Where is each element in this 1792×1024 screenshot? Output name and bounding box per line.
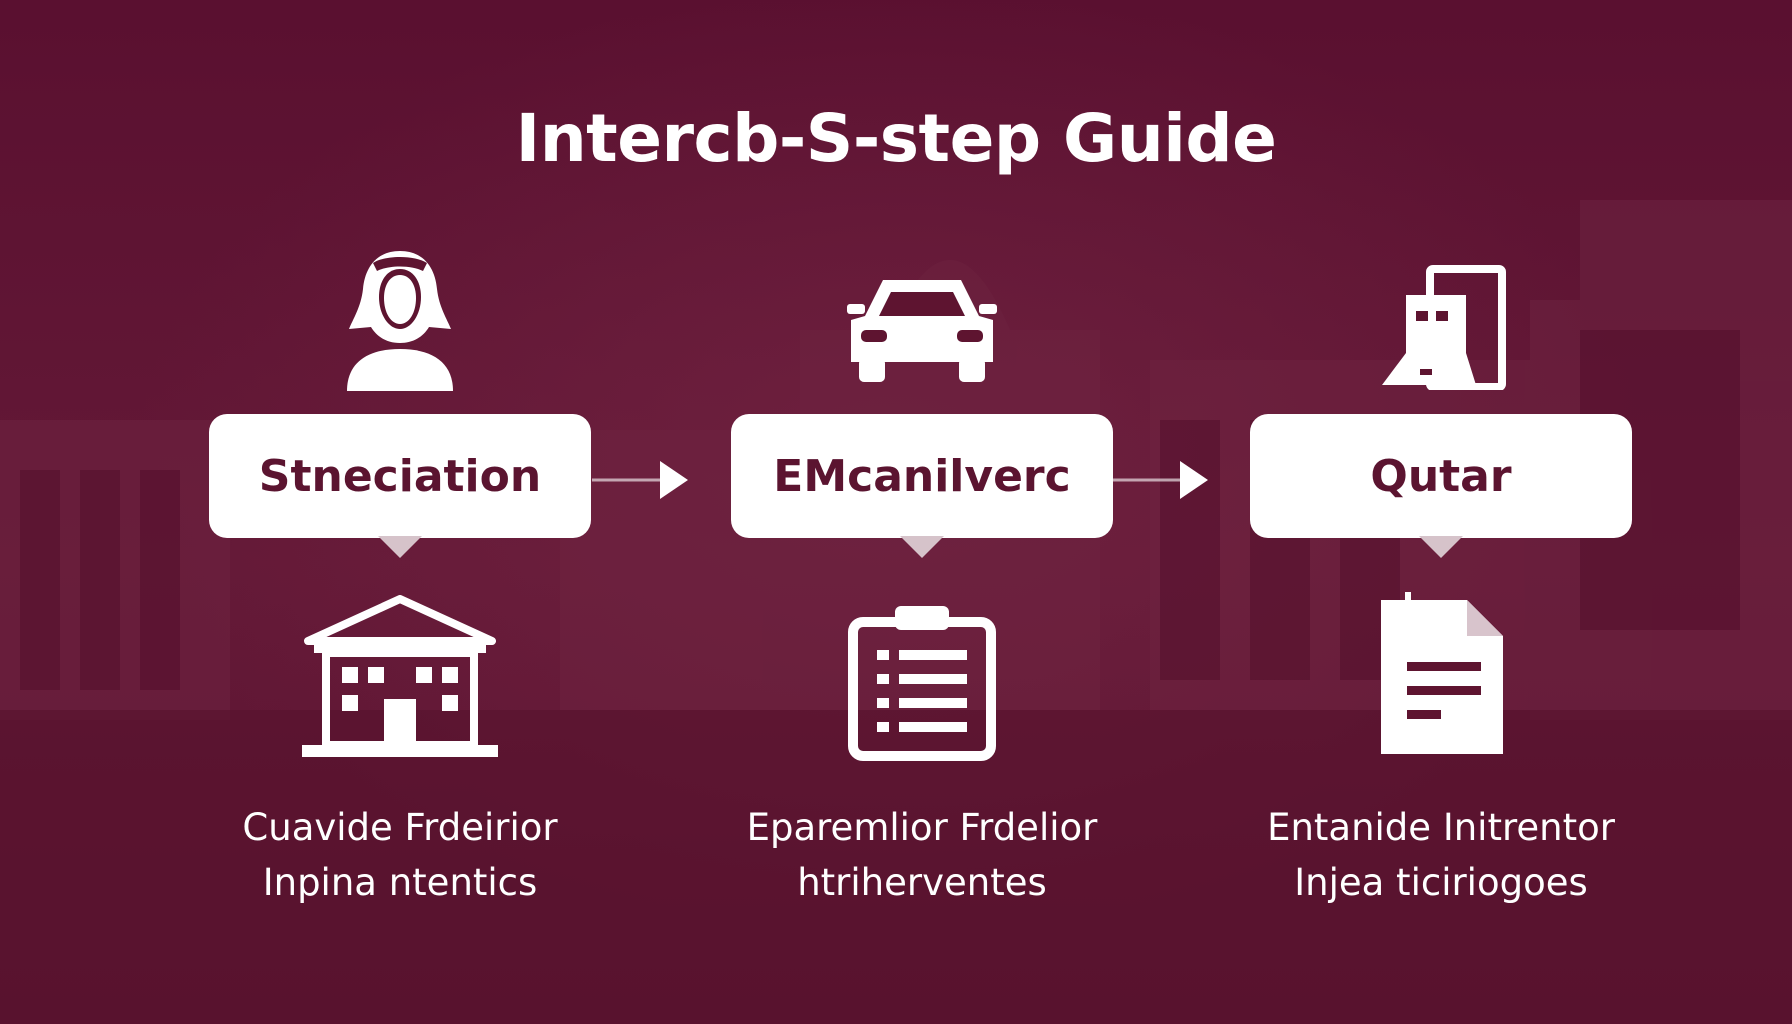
step-description-2: Eparemlior Frdelior htriherventes — [662, 800, 1182, 910]
step-label-2: EMcanilverc — [773, 450, 1071, 502]
document-icon — [1371, 592, 1511, 766]
clipboard-list-icon — [847, 602, 997, 766]
step-description-2-line-2: htriherventes — [797, 861, 1047, 904]
person-headscarf-icon — [335, 245, 465, 399]
step-description-3-line-1: Entanide Initrentor — [1267, 806, 1615, 849]
step-box-2-pointer — [900, 536, 944, 558]
step-box-2[interactable]: EMcanilverc — [731, 414, 1113, 538]
step-box-1[interactable]: Stneciation — [209, 414, 591, 538]
step-description-1-line-2: Inpina ntentics — [262, 861, 538, 904]
step-column-1: Stneciation Cuavide Frdeirior Inpina nte… — [140, 0, 660, 1024]
step-label-3: Qutar — [1370, 450, 1512, 502]
step-box-3[interactable]: Qutar — [1250, 414, 1632, 538]
page-title: Intercb-S-step Guide — [515, 100, 1277, 177]
arrow-right-icon — [1112, 455, 1212, 509]
car-icon — [847, 270, 997, 389]
building-icon — [300, 595, 500, 764]
step-box-1-pointer — [378, 536, 422, 558]
step-description-3: Entanide Initrentor Injea ticiriogoes — [1181, 800, 1701, 910]
step-description-1: Cuavide Frdeirior Inpina ntentics — [140, 800, 660, 910]
document-laptop-icon — [1376, 265, 1506, 394]
step-description-2-line-1: Eparemlior Frdelior — [746, 806, 1098, 849]
step-column-3: Qutar Entanide Initrentor Injea ticiriog… — [1181, 0, 1701, 1024]
arrow-right-icon — [592, 455, 692, 509]
step-description-1-line-1: Cuavide Frdeirior — [242, 806, 558, 849]
step-description-3-line-2: Injea ticiriogoes — [1294, 861, 1588, 904]
step-column-2: EMcanilverc Eparemlior Frdelior htriherv… — [662, 0, 1182, 1024]
step-label-1: Stneciation — [258, 450, 542, 502]
step-box-3-pointer — [1419, 536, 1463, 558]
